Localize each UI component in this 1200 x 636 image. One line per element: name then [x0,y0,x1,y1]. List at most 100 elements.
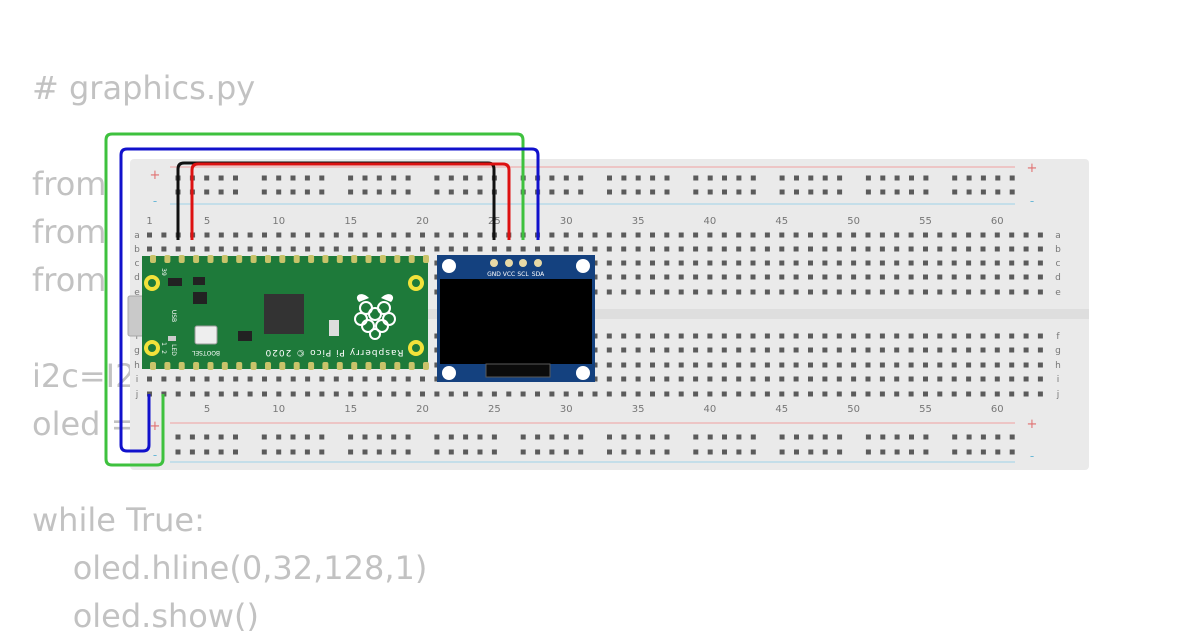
breadboard-hole [764,246,770,252]
breadboard-hole [951,376,957,382]
breadboard-hole [966,274,972,280]
breadboard-hole [204,175,210,181]
breadboard-hole [189,434,195,440]
oled-module[interactable]: GND VCC SCL SDA [437,255,595,382]
breadboard-hole [879,333,885,339]
breadboard-hole [865,434,871,440]
breadboard-hole [549,434,555,440]
breadboard-hole [808,189,814,195]
oled-pin-pad [505,259,513,267]
breadboard-hole [952,189,958,195]
breadboard-hole [276,189,282,195]
breadboard-hole [319,391,325,397]
breadboard-hole [865,376,871,382]
breadboard-hole [1023,232,1029,238]
breadboard-hole [750,434,756,440]
breadboard-hole [836,362,842,368]
breadboard-hole [851,347,857,353]
breadboard-hole [994,391,1000,397]
breadboard-hole [434,434,440,440]
breadboard-row-letter: b [1055,245,1061,255]
breadboard-hole [262,232,267,238]
breadboard-hole [750,362,756,368]
breadboard-hole [980,246,986,252]
breadboard-hole [664,289,670,295]
breadboard-hole [995,189,1001,195]
breadboard-hole [1009,289,1015,295]
breadboard-hole [995,175,1001,181]
breadboard-hole [578,449,584,455]
breadboard-column-number: 15 [344,404,357,415]
breadboard-hole [664,260,670,266]
pico-pin [379,362,386,370]
wire-red[interactable] [190,162,511,240]
wire-green[interactable] [104,132,525,467]
breadboard-hole [1009,391,1015,397]
oled-mount-hole [576,366,590,380]
pico-pin [379,255,386,263]
breadboard-hole [794,449,799,455]
breadboard-hole [606,333,612,339]
pico-pin [336,362,343,370]
breadboard-hole [937,274,943,280]
breadboard-hole [549,189,555,195]
breadboard-hole [750,189,756,195]
breadboard-hole [952,449,958,455]
breadboard-hole [808,347,813,353]
oled-mount-hole [442,366,456,380]
breadboard-hole [837,175,843,181]
breadboard-hole [851,246,857,252]
breadboard-hole [535,434,541,440]
breadboard-hole [606,376,612,382]
breadboard-hole [707,391,713,397]
breadboard-hole [607,449,612,455]
breadboard-hole [606,274,612,280]
breadboard-hole [851,289,857,295]
breadboard-hole [204,434,210,440]
breadboard-column-number: 50 [847,216,860,227]
breadboard-hole [448,175,454,181]
rail-minus-bottom-right: - [1030,449,1034,463]
breadboard-hole [952,434,958,440]
breadboard-hole [333,232,339,238]
breadboard-hole [693,347,699,353]
breadboard-hole [980,449,986,455]
breadboard-hole [1009,175,1015,181]
breadboard-hole [909,434,914,440]
pico-pin [423,362,429,370]
breadboard-hole [1009,362,1015,368]
breadboard-hole [1037,362,1043,368]
breadboard-hole [779,449,785,455]
breadboard-hole [808,449,814,455]
breadboard-hole [707,434,713,440]
breadboard-hole [664,376,670,382]
breadboard-hole [894,260,900,266]
breadboard-hole [448,391,454,397]
breadboard-hole [621,232,627,238]
code-line: i2c=I2 [32,357,136,395]
wire-blue[interactable] [119,147,540,453]
breadboard-hole [865,189,871,195]
pico-bootsel-button[interactable] [194,325,218,345]
breadboard-hole [1023,391,1029,397]
pico-board[interactable]: Raspberry Pi Pico © 2020 USB LED BOOTSEL… [127,255,429,370]
breadboard-hole [736,289,742,295]
breadboard-hole [204,246,210,252]
breadboard-hole [578,189,584,195]
breadboard-hole [808,376,813,382]
breadboard-column-number: 5 [204,404,210,415]
breadboard-row-letter: j [1056,390,1060,400]
breadboard-hole [980,333,986,339]
breadboard-hole [894,434,900,440]
breadboard-hole [175,449,181,455]
breadboard-hole [678,232,684,238]
breadboard-hole [664,391,670,397]
breadboard-hole [635,274,641,280]
code-line: oled.hline(0,32,128,1) [32,549,428,587]
breadboard-hole [693,246,699,252]
breadboard-hole [434,189,440,195]
breadboard-hole [650,232,655,238]
breadboard-hole [822,289,828,295]
breadboard-hole [391,449,397,455]
breadboard-hole [923,362,928,368]
